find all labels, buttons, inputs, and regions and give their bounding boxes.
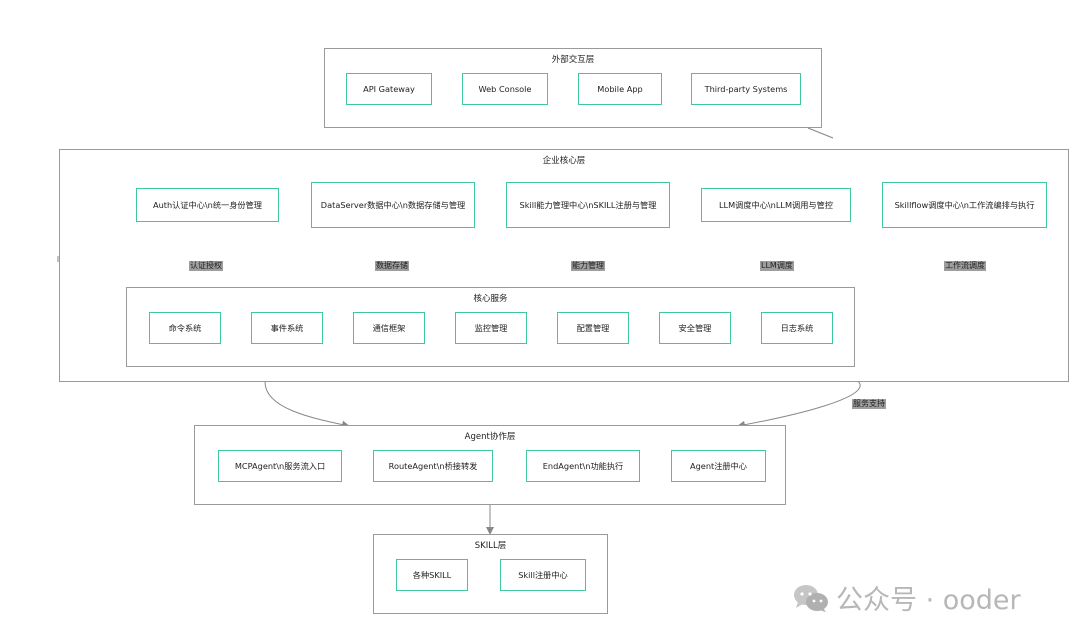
agent-registry-node[interactable]: Agent注册中心: [671, 450, 766, 482]
edge-label-llm: LLM调度: [760, 261, 794, 271]
endagent-node[interactable]: EndAgent\n功能执行: [526, 450, 640, 482]
llm-scheduling-center-node[interactable]: LLM调度中心\nLLM调用与管控: [701, 188, 851, 222]
edge-label-auth: 认证授权: [189, 261, 223, 271]
edge-external-to-enterprise: [807, 127, 834, 139]
skillflow-scheduling-center-node[interactable]: Skillflow调度中心\n工作流编排与执行: [882, 182, 1047, 228]
edge-label-workflow: 工作流调度: [944, 261, 986, 271]
edge-label-data: 数据存储: [375, 261, 409, 271]
skill-registry-node[interactable]: Skill注册中心: [500, 559, 586, 591]
mobile-app-node[interactable]: Mobile App: [578, 73, 662, 105]
edge-label-service-support: 服务支持: [852, 399, 886, 409]
skill-management-center-node[interactable]: Skill能力管理中心\nSKILL注册与管理: [506, 182, 670, 228]
edge-label-skill: 能力管理: [571, 261, 605, 271]
watermark: 公众号 · ooder: [792, 578, 1021, 617]
security-management-node[interactable]: 安全管理: [659, 312, 731, 344]
logging-system-node[interactable]: 日志系统: [761, 312, 833, 344]
third-party-systems-node[interactable]: Third-party Systems: [691, 73, 801, 105]
event-system-node[interactable]: 事件系统: [251, 312, 323, 344]
api-gateway-node[interactable]: API Gateway: [346, 73, 432, 105]
dataserver-center-node[interactable]: DataServer数据中心\n数据存储与管理: [311, 182, 475, 228]
communication-framework-node[interactable]: 通信框架: [353, 312, 425, 344]
watermark-text: 公众号 · ooder: [836, 585, 1021, 616]
skill-layer: SKILL层 各种SKILL Skill注册中心: [373, 534, 608, 614]
wechat-icon: [794, 584, 828, 612]
auth-center-node[interactable]: Auth认证中心\n统一身份管理: [136, 188, 279, 222]
group-title: 核心服务: [473, 294, 508, 304]
monitoring-management-node[interactable]: 监控管理: [455, 312, 527, 344]
configuration-management-node[interactable]: 配置管理: [557, 312, 629, 344]
various-skill-node[interactable]: 各种SKILL: [396, 559, 468, 591]
layer-title: Agent协作层: [464, 432, 516, 442]
core-services-group: 核心服务 命令系统 事件系统 通信框架 监控管理 配置管理 安全管理 日志系统: [126, 287, 855, 367]
web-console-node[interactable]: Web Console: [462, 73, 548, 105]
edge-enterprise-to-agent-left: [264, 381, 350, 429]
routeagent-node[interactable]: RouteAgent\n桥接转发: [373, 450, 493, 482]
external-interaction-layer: 外部交互层 API Gateway Web Console Mobile App…: [324, 48, 822, 128]
layer-title: 企业核心层: [542, 156, 586, 166]
layer-title: 外部交互层: [551, 55, 595, 65]
mcpagent-node[interactable]: MCPAgent\n服务流入口: [218, 450, 342, 482]
layer-title: SKILL层: [474, 541, 507, 551]
command-system-node[interactable]: 命令系统: [149, 312, 221, 344]
agent-collaboration-layer: Agent协作层 MCPAgent\n服务流入口 RouteAgent\n桥接转…: [194, 425, 786, 505]
